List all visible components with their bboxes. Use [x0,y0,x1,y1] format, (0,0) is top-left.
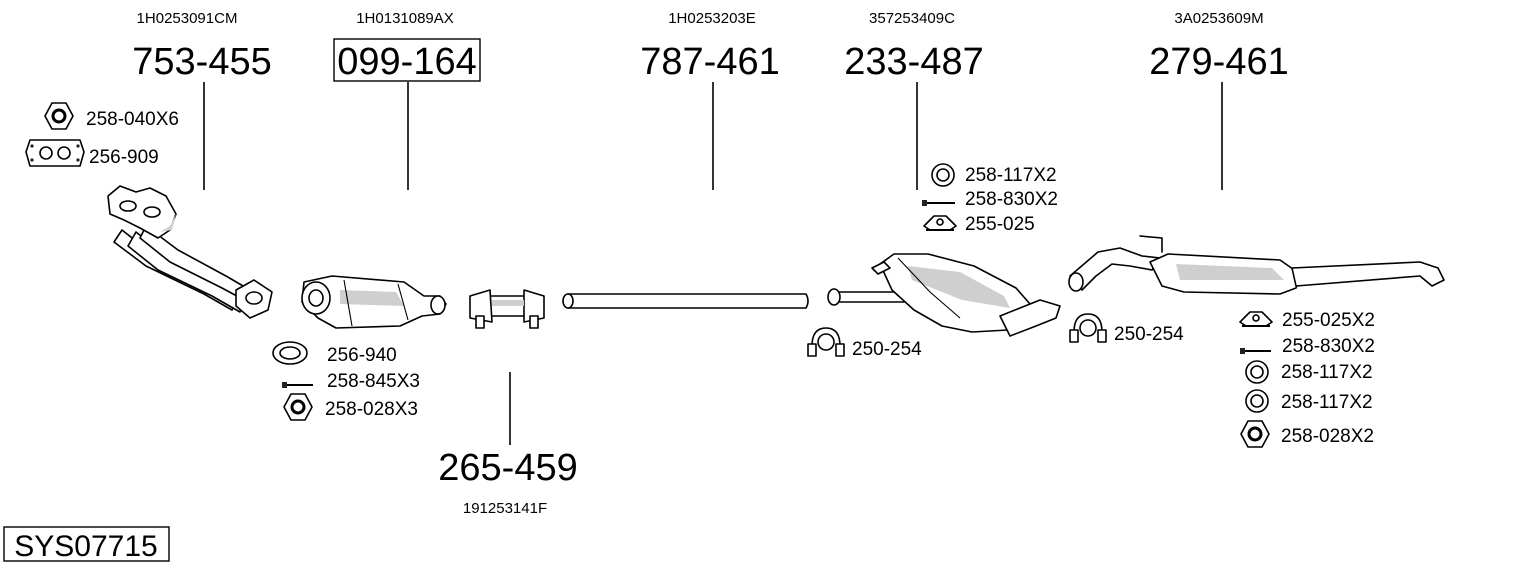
hex-nut-icon [283,393,313,421]
part-number[interactable]: 265-459 [438,447,577,489]
accessory-label: 258-028X2 [1281,426,1374,447]
system-code-box: SYS07715 [3,526,170,563]
intermediate-pipe-drawing[interactable] [562,293,809,309]
rear-clamp-accessory: 250-254 [1069,313,1184,345]
flange-gasket-icon [25,139,85,167]
part-279-461-labels: 3A0253609M 279-461 [1149,10,1289,190]
catalyst-accessories: 256-940 258-845X3 258-028X3 [272,341,420,421]
ring-gasket-icon [931,163,955,187]
u-clamp-icon [807,327,845,357]
manifold-accessories: 258-040X6 256-909 [25,102,179,168]
bolt-icon [282,382,313,388]
accessory-label: 258-028X3 [325,399,418,420]
accessory-label: 258-117X2 [965,165,1057,186]
rear-accessories: 255-025X2 258-830X2 258-117X2 258-117X2 … [1239,310,1375,448]
ring-gasket-icon [1245,360,1269,384]
middle-silencer-drawing[interactable] [827,253,1061,337]
accessory-label: 258-117X2 [1281,392,1373,413]
part-number[interactable]: 099-164 [337,41,476,83]
accessory-label: 258-040X6 [86,109,179,130]
rubber-hanger-icon [1239,311,1273,327]
ring-gasket-icon [272,341,308,365]
accessory-label: 256-909 [89,147,159,168]
oem-number: 191253141F [463,500,547,517]
oem-number: 1H0253203E [668,10,756,27]
part-233-487-labels: 357253409C 233-487 [844,10,984,190]
part-753-455-labels: 1H0253091CM 753-455 [132,10,272,190]
accessory-label: 250-254 [1114,324,1184,345]
accessory-label: 255-025 [965,214,1035,235]
rubber-hanger-icon [923,215,957,231]
accessory-label: 258-845X3 [327,371,420,392]
accessory-label: 258-830X2 [965,189,1058,210]
accessory-label: 258-117X2 [1281,362,1373,383]
oem-number: 1H0131089AX [356,10,454,27]
part-number[interactable]: 753-455 [132,41,271,83]
front-clamp-accessory: 250-254 [807,327,922,360]
u-clamp-icon [1069,313,1107,343]
part-number[interactable]: 279-461 [1149,41,1288,83]
part-number[interactable]: 233-487 [844,41,983,83]
middle-accessories: 258-117X2 258-830X2 255-025 [922,163,1058,235]
accessory-label: 255-025X2 [1282,310,1375,331]
bolt-icon [922,200,955,206]
part-099-164-labels: 1H0131089AX 099-164 [333,10,481,190]
oem-number: 1H0253091CM [137,10,238,27]
ring-gasket-icon [1245,389,1269,413]
system-code: SYS07715 [14,530,157,563]
accessory-label: 258-830X2 [1282,336,1375,357]
part-265-459-labels: 265-459 191253141F [438,372,578,517]
clamp-sleeve-drawing[interactable] [469,289,545,329]
bolt-icon [1240,348,1271,354]
part-787-461-labels: 1H0253203E 787-461 [640,10,780,190]
rear-silencer-drawing[interactable] [1068,235,1445,295]
catalyst-drawing[interactable] [301,275,447,329]
accessory-label: 250-254 [852,339,922,360]
hex-nut-icon [1240,420,1270,448]
accessory-label: 256-940 [327,345,397,366]
part-number-box [333,38,481,82]
front-pipe-drawing[interactable] [107,185,273,319]
oem-number: 3A0253609M [1174,10,1263,27]
oem-number: 357253409C [869,10,955,27]
hex-nut-icon [44,102,74,130]
part-number[interactable]: 787-461 [640,41,779,83]
